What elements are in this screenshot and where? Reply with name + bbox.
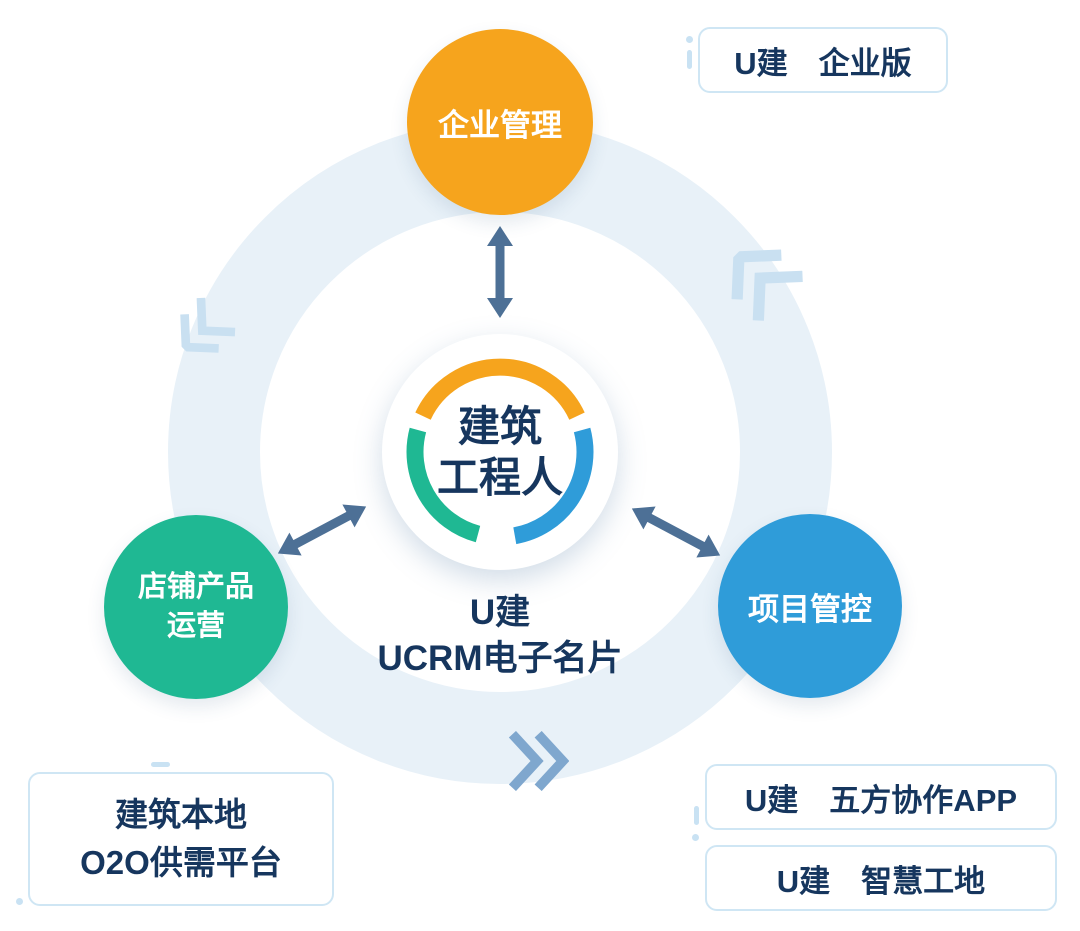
hub-title-line2: 工程人	[436, 454, 563, 501]
connector-arrow-top-icon	[487, 226, 513, 318]
connector-arrow-left-icon	[277, 504, 367, 556]
double-chevron-right-icon	[508, 731, 569, 791]
callout-enterprise-edition: U建 企业版	[698, 27, 948, 93]
node-label-line1: 店铺产品	[137, 570, 254, 603]
node-label-line2: 运营	[166, 610, 225, 642]
node-label: 企业管理	[438, 107, 562, 143]
hub-subtitle-line1: U建	[469, 593, 531, 632]
node-store-product-operation: 店铺产品 运营	[104, 515, 288, 699]
hub-title: 建筑 工程人	[382, 334, 618, 570]
accent-dash	[687, 50, 692, 69]
hub-ring-icon	[406, 358, 594, 545]
connector-arrow-right-icon	[631, 506, 721, 558]
node-enterprise-management: 企业管理	[407, 29, 593, 215]
callout-o2o-platform: 建筑本地 O2O供需平台	[28, 772, 334, 906]
node-label: 项目管控	[748, 591, 872, 627]
callout-five-party-app: U建 五方协作APP	[705, 764, 1057, 830]
callout-label: U建 智慧工地	[776, 863, 986, 899]
center-hub: 建筑 工程人	[382, 334, 618, 570]
callout-smart-site: U建 智慧工地	[705, 845, 1057, 911]
callout-line1: 建筑本地	[115, 796, 247, 834]
hub-subtitle: U建 UCRM电子名片	[300, 590, 700, 681]
accent-dot	[692, 834, 699, 841]
node-project-control: 项目管控	[718, 514, 902, 698]
callout-line2: O2O供需平台	[80, 844, 282, 881]
accent-dash	[151, 762, 170, 767]
callout-label: U建 五方协作APP	[744, 782, 1018, 818]
callout-label: U建 企业版	[734, 45, 912, 81]
double-chevron-down-left-icon	[180, 297, 236, 353]
accent-dot	[686, 36, 693, 43]
double-chevron-up-left-icon	[731, 249, 803, 321]
hub-title-line1: 建筑	[457, 402, 542, 450]
accent-dash	[694, 806, 699, 825]
hub-subtitle-line2: UCRM电子名片	[377, 638, 623, 678]
accent-dot	[16, 898, 23, 905]
